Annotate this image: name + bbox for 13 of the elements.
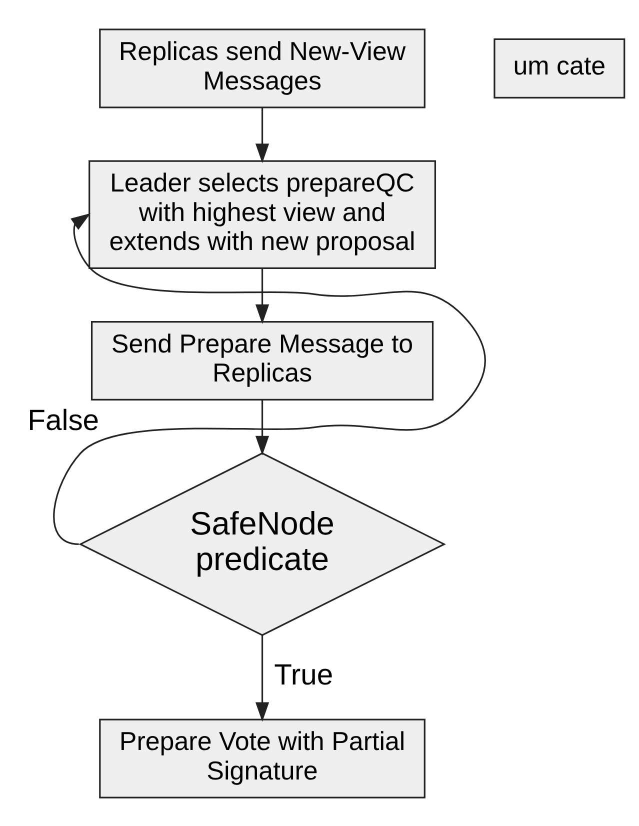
node-box: Send Prepare Message to Replicas: [90, 320, 434, 400]
node-diamond: SafeNode predicate: [78, 452, 446, 636]
arrow: [53, 212, 486, 544]
arrow: [255, 400, 270, 455]
edge-label: False: [28, 404, 100, 437]
edge-label: True: [274, 658, 334, 691]
arrow: [255, 107, 270, 163]
node-box: Prepare Vote with Partial Signature: [99, 718, 426, 798]
arrow: [255, 634, 270, 722]
node-box: um cate: [494, 38, 626, 98]
node-box: Replicas send New-View Messages: [99, 28, 426, 108]
arrow: [255, 268, 270, 324]
node-box: Leader selects prepareQC with highest view and extends with new proposal: [88, 160, 436, 268]
